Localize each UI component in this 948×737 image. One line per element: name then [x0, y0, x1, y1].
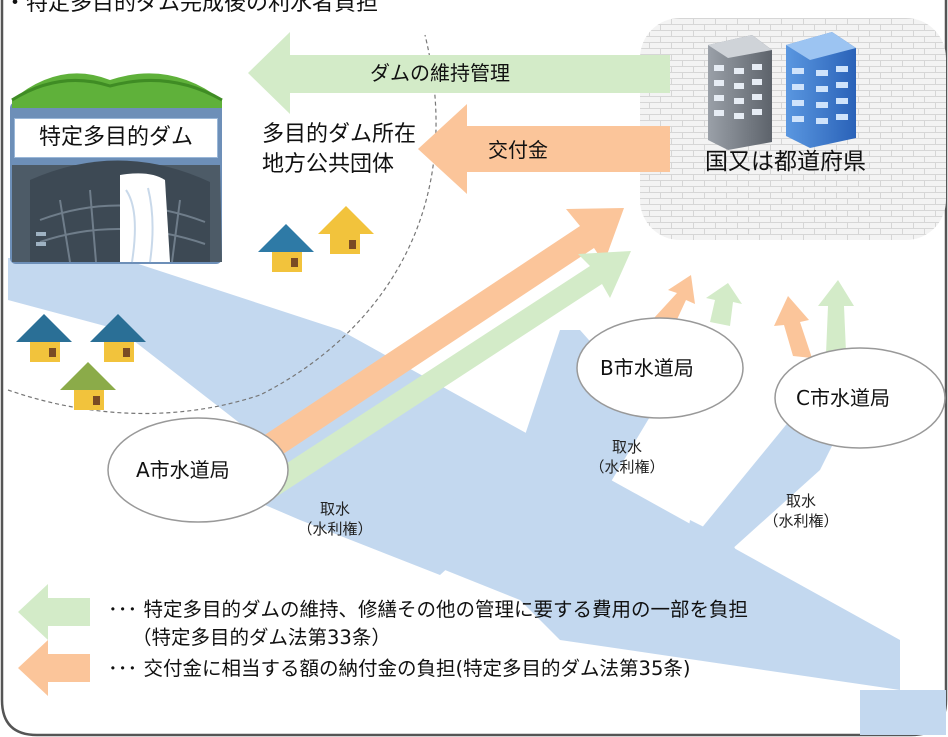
a-bureau-label: A市水道局: [136, 458, 230, 482]
c-bureau-label: C市水道局: [796, 386, 890, 410]
local-gov-label: 多目的ダム所在 地方公共団体: [262, 120, 416, 180]
b-intake-label: 取水 （水利権）: [582, 438, 672, 477]
a-bureau-ellipse: [107, 417, 289, 523]
house-icon: [60, 362, 116, 410]
a-green-arrow: [264, 251, 631, 497]
dam-label: 特定多目的ダム: [14, 118, 218, 158]
c-bureau-ellipse: [774, 347, 946, 449]
b-bureau-label: B市水道局: [600, 356, 694, 380]
legend-green-line2: （特定多目的ダム法第33条）: [132, 626, 391, 649]
c-orange-arrow: [774, 296, 812, 358]
house-icon: [90, 314, 146, 362]
dam-illustration: [10, 73, 223, 264]
maintenance-arrow: [248, 32, 670, 114]
legend-orange-text: ･･･ 交付金に相当する額の納付金の負担(特定多目的ダム法第35条): [108, 655, 690, 683]
office-building-icon: [708, 35, 772, 150]
maintenance-arrow-label: ダムの維持管理: [370, 61, 510, 85]
intake-label-line1: 取水: [611, 438, 642, 456]
legend-orange-arrow: [18, 640, 90, 696]
local-gov-boundary: [7, 34, 437, 415]
intake-label-line2: （水利権）: [297, 519, 373, 538]
house-icon: [258, 224, 314, 272]
house-icon: [16, 314, 72, 362]
intake-label-line1: 取水: [319, 500, 350, 518]
c-intake-label: 取水 （水利権）: [756, 492, 846, 531]
b-green-arrow: [706, 283, 742, 326]
prefecture-label: 国又は都道府県: [705, 149, 866, 175]
a-intake-label: 取水 （水利権）: [290, 500, 380, 539]
legend-green-line1: ･･･ 特定多目的ダムの維持、修繕その他の管理に要する費用の一部を負担: [108, 598, 748, 621]
legend-orange-line1: ･･･ 交付金に相当する額の納付金の負担(特定多目的ダム法第35条): [108, 657, 691, 680]
grant-arrow: [418, 104, 670, 194]
local-gov-label-line2: 地方公共団体: [262, 152, 395, 177]
legend-green-text: ･･･ 特定多目的ダムの維持、修繕その他の管理に要する費用の一部を負担 （特定多…: [108, 596, 748, 652]
office-building-icon: [786, 32, 856, 148]
a-orange-arrow: [248, 208, 624, 468]
grant-arrow-label: 交付金: [488, 138, 548, 162]
page-title: ・特定多目的ダム完成後の利水者負担: [4, 0, 379, 16]
c-green-arrow: [818, 280, 854, 354]
b-orange-arrow: [654, 275, 695, 326]
legend-green-arrow: [18, 584, 90, 640]
local-gov-label-line1: 多目的ダム所在: [262, 122, 417, 147]
house-icon: [318, 206, 374, 254]
intake-label-line2: （水利権）: [763, 511, 839, 530]
intake-label-line2: （水利権）: [589, 457, 665, 476]
b-bureau-ellipse: [576, 317, 744, 419]
intake-label-line1: 取水: [785, 492, 816, 510]
